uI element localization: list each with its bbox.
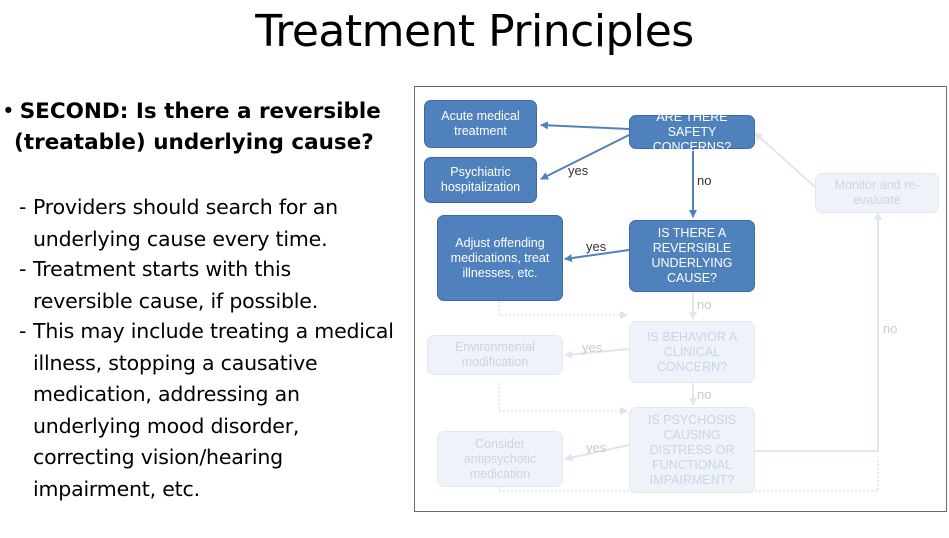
box-monitor-reevaluate: Monitor and re-evaluate [815,173,939,213]
dash-marker: - [19,319,27,343]
bullet-heading-line-2: (treatable) underlying cause? [14,130,374,155]
sub-item-line: Providers should search for an [33,195,338,219]
dash-marker: - [19,257,27,281]
sub-item-line: Treatment starts with this [33,257,291,281]
box-safety-concerns: ARE THERE SAFETY CONCERNS? [629,110,755,154]
sub-item-may-include: -This may include treating a medical ill… [19,316,409,505]
dash-marker: - [19,195,27,219]
label-no-monitor: no [883,321,898,336]
sub-item-search-cause: -Providers should search for an underlyi… [19,192,409,255]
arrow-safety-to-acute [540,121,630,130]
sub-item-line: underlying mood disorder, [33,413,300,438]
bullet-heading: •SECOND: Is there a reversible (treatabl… [2,96,407,158]
label-yes-behavior: yes [582,340,603,355]
sub-item-line: This may include treating a medical [33,319,394,343]
sub-item-line: underlying cause every time. [33,226,328,251]
box-consider-antipsychotic: Consider antipsychotic medication [437,431,563,487]
box-environmental-modification: Environmental modification [427,335,563,375]
label-yes-psychosis: yes [586,440,607,455]
label-no-reversible: no [697,297,712,312]
label-yes-safety: yes [568,163,589,178]
label-yes-reversible: yes [586,239,607,254]
treatment-flowchart: Acute medical treatment Psychiatric hosp… [414,86,947,512]
box-psychiatric-hospitalization: Psychiatric hospitalization [424,157,537,203]
arrow-reversible-to-adjust [564,249,630,262]
sub-item-treatment-starts: -Treatment starts with this reversible c… [19,254,409,317]
dotted-env-to-psychosis [498,383,628,415]
arrow-safety-to-psych [540,134,630,180]
label-no-safety: no [697,173,712,188]
arrow-psychosis-to-monitor [755,212,882,452]
arrow-behavior-to-env [564,348,630,359]
slide-title: Treatment Principles [255,6,694,57]
arrow-monitor-to-safety [754,132,816,188]
bullet-dot: • [2,99,15,124]
sub-item-line: reversible cause, if possible. [33,288,319,313]
box-reversible-cause: IS THERE A REVERSIBLE UNDERLYING CAUSE? [629,220,755,292]
sub-item-line: impairment, etc. [33,476,200,501]
arrow-psychosis-to-antipsychotic [564,444,630,462]
sub-item-line: medication, addressing an [33,382,300,406]
box-acute-medical-treatment: Acute medical treatment [424,100,537,148]
flowchart-connectors [498,121,882,492]
box-psychosis-distress: IS PSYCHOSIS CAUSING DISTRESS OR FUNCTIO… [629,407,755,493]
sub-item-line: illness, stopping a causative [33,350,318,375]
sub-item-line: correcting vision/hearing [33,445,283,469]
dotted-adjust-to-behavior [498,301,628,319]
box-behavior-concern: IS BEHAVIOR A CLINICAL CONCERN? [629,321,755,383]
label-no-behavior: no [697,387,712,402]
bullet-heading-line-1: SECOND: Is there a reversible [19,99,381,124]
box-adjust-medications: Adjust offending medications, treat illn… [437,215,563,301]
